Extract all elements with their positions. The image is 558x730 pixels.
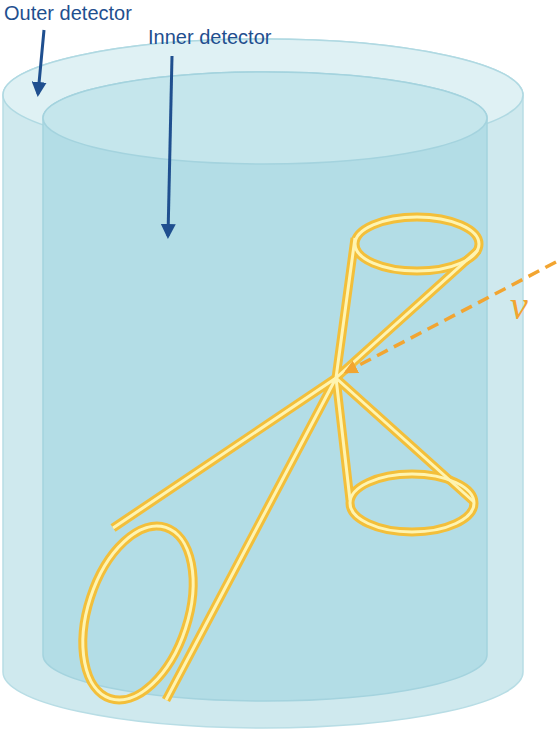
cherenkov-cones (63, 217, 479, 714)
part-label: Outer detector (4, 2, 132, 25)
outer-cylinder (3, 39, 523, 728)
neutrino-track (346, 262, 556, 372)
leader-arrow (168, 56, 172, 236)
part-label: Inner detector (148, 26, 271, 49)
inner-cylinder (43, 72, 487, 701)
particle-symbol: ν (510, 282, 528, 329)
leader-arrow (38, 30, 44, 94)
